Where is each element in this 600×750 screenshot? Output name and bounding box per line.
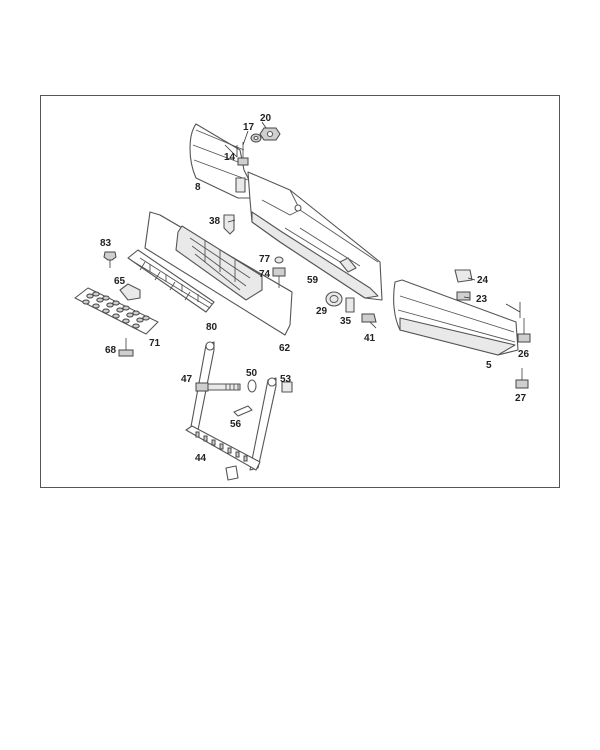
part-23-nut	[456, 291, 471, 301]
callout-47: 47	[181, 374, 193, 385]
callout-44: 44	[195, 453, 207, 464]
callout-35: 35	[340, 316, 352, 327]
callout-62: 62	[279, 343, 291, 354]
part-26-screw	[517, 318, 531, 343]
part-74-screw	[272, 267, 286, 288]
part-20-nut	[259, 127, 281, 141]
callout-53: 53	[280, 374, 292, 385]
part-65-bracket	[119, 283, 141, 301]
callout-83: 83	[100, 238, 112, 249]
callout-41: 41	[364, 333, 376, 344]
callout-77: 77	[259, 254, 271, 265]
callout-20: 20	[260, 113, 272, 124]
part-62-grille-frame	[144, 211, 293, 336]
part-38-clip	[223, 214, 235, 235]
callout-71: 71	[149, 338, 161, 349]
part-17-washer	[250, 133, 262, 143]
callout-29: 29	[316, 306, 328, 317]
part-59-center-bumper	[247, 171, 383, 301]
part-24-clip	[454, 269, 473, 283]
part-53-sleeve	[281, 381, 293, 393]
callout-74: 74	[259, 269, 271, 280]
callout-17: 17	[243, 122, 255, 133]
part-14-stud	[237, 142, 249, 166]
callout-24: 24	[477, 275, 489, 286]
part-35-clip	[345, 297, 355, 313]
callout-65: 65	[114, 276, 126, 287]
callout-68: 68	[105, 345, 117, 356]
callout-59: 59	[307, 275, 319, 286]
leader-lines	[224, 121, 521, 318]
part-50-washer	[247, 379, 257, 393]
callout-14: 14	[224, 152, 236, 163]
callout-labels: 5 8 14 17 20 23 24 26 27 29 35 38 41 44 …	[100, 113, 530, 464]
callout-80: 80	[206, 322, 218, 333]
part-29-plug	[325, 291, 343, 307]
part-77-washer	[274, 256, 284, 264]
part-47-bolt	[195, 382, 241, 392]
part-41-screw	[361, 313, 377, 329]
callout-26: 26	[518, 349, 530, 360]
callout-50: 50	[246, 368, 258, 379]
callout-56: 56	[230, 419, 242, 430]
part-5-right-bumper	[393, 279, 519, 356]
part-56-pin	[233, 405, 253, 417]
callout-5: 5	[486, 360, 492, 371]
callout-23: 23	[476, 294, 488, 305]
part-27-screw	[515, 368, 529, 389]
part-83-screw	[103, 251, 117, 268]
part-80-grille-mesh	[127, 249, 215, 313]
part-71-step-plate	[74, 287, 159, 335]
callout-27: 27	[515, 393, 527, 404]
callout-8: 8	[195, 182, 201, 193]
part-68-screw	[118, 338, 134, 357]
callout-38: 38	[209, 216, 221, 227]
